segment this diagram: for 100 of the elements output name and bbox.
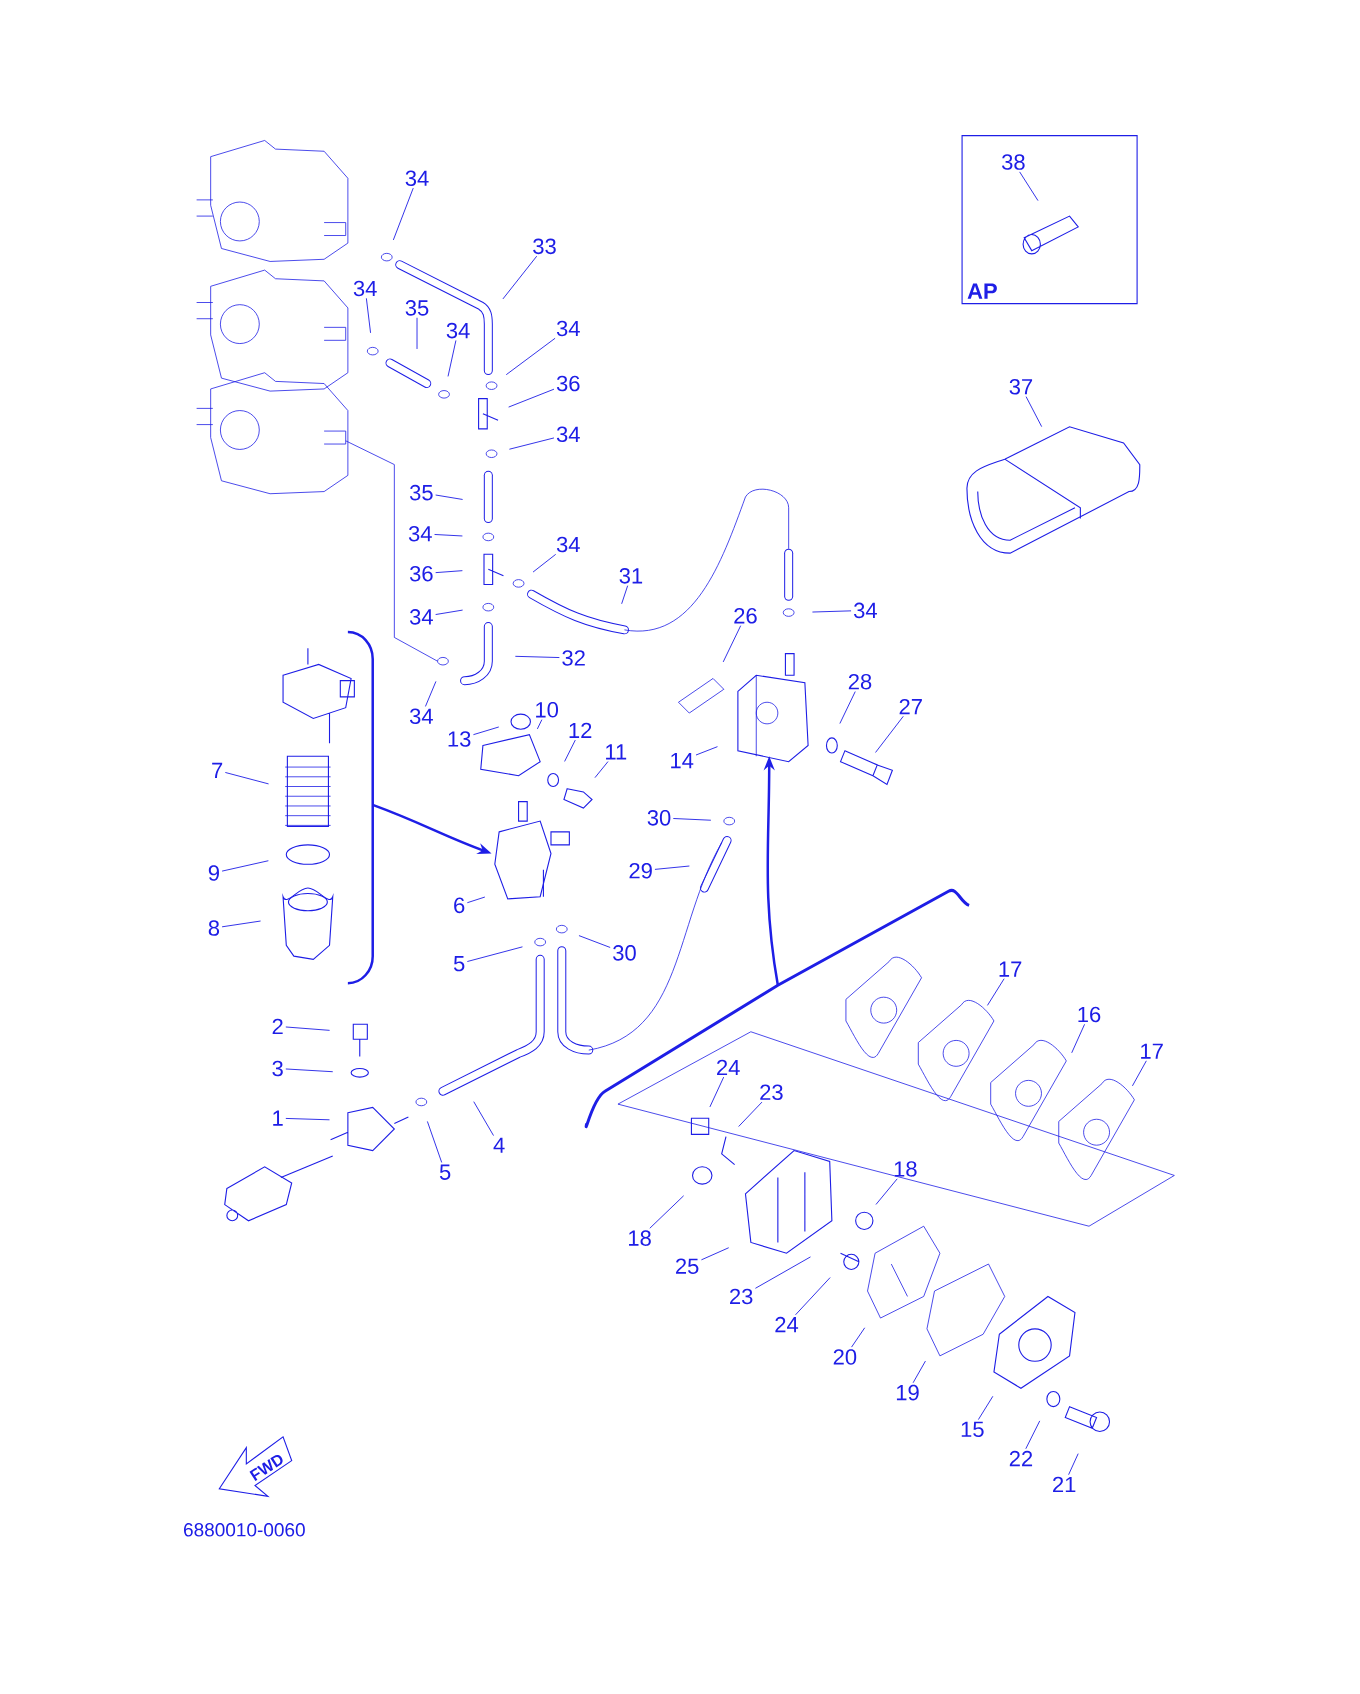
callout-number: 16 <box>1078 1006 1101 1023</box>
callout-number: 5 <box>453 956 465 972</box>
callout-number: 23 <box>729 1288 753 1305</box>
callout-number: 28 <box>848 673 872 690</box>
leader-line <box>435 494 463 500</box>
leader-line <box>912 1360 926 1384</box>
callout-number: 34 <box>409 609 433 625</box>
leader-line <box>224 772 269 785</box>
leader-line <box>977 1395 994 1421</box>
leader-line <box>1025 1420 1041 1450</box>
leader-line <box>466 946 523 962</box>
callout-number: 19 <box>896 1384 919 1401</box>
callout-number: 17 <box>1141 1043 1163 1059</box>
callout-number: 3 <box>272 1060 283 1077</box>
leader-line <box>508 437 555 450</box>
callout-number: 24 <box>775 1316 798 1333</box>
callout-number: 35 <box>409 484 433 501</box>
leader-line <box>1071 1023 1085 1054</box>
callout-number: 17 <box>999 961 1022 977</box>
callout-number: 35 <box>405 300 429 316</box>
leader-line <box>564 739 576 762</box>
leader-line <box>578 935 611 948</box>
leader-line <box>508 388 555 408</box>
callout-number: 36 <box>409 565 433 582</box>
callout-number: 34 <box>556 536 580 553</box>
leader-line <box>435 570 463 574</box>
callout-number: 11 <box>606 744 627 760</box>
leader-line <box>986 978 1005 1006</box>
leader-line <box>875 1178 898 1205</box>
callout-number: 9 <box>208 865 219 881</box>
callout-number: 15 <box>961 1421 984 1437</box>
leader-line <box>875 715 904 753</box>
leader-line <box>505 337 556 376</box>
callout-number: 4 <box>493 1137 505 1153</box>
leader-line <box>722 625 742 663</box>
callout-number: 34 <box>408 525 432 542</box>
callout-number: 34 <box>405 170 429 187</box>
callout-number: 18 <box>628 1230 651 1246</box>
callout-number: 24 <box>716 1059 740 1076</box>
callout-number: 33 <box>533 238 556 255</box>
leader-line <box>365 297 371 334</box>
leader-line <box>649 1195 685 1229</box>
callout-number: 32 <box>562 650 585 666</box>
leader-line <box>795 1277 831 1316</box>
callout-number: 31 <box>619 568 642 584</box>
callout-number: 13 <box>448 731 471 747</box>
callout-number: 6 <box>454 897 465 914</box>
callout-number: 34 <box>446 322 470 339</box>
callout-number: 7 <box>212 762 223 778</box>
leader-line <box>424 680 437 707</box>
callout-number: 12 <box>569 722 592 738</box>
callout-number: 34 <box>556 426 580 443</box>
callout-number: 21 <box>1052 1476 1076 1493</box>
leader-line <box>1019 171 1039 202</box>
callout-number: 8 <box>208 920 219 936</box>
callout-number: 34 <box>556 320 580 337</box>
callout-number: 22 <box>1009 1450 1032 1467</box>
callout-number: 34 <box>853 602 877 619</box>
leader-line <box>473 1101 494 1136</box>
callout-number: 34 <box>409 708 433 725</box>
leader-line <box>416 317 418 350</box>
callout-number: 25 <box>675 1258 699 1274</box>
callout-number: 34 <box>353 280 377 297</box>
callout-number: 5 <box>439 1164 451 1180</box>
callout-number: 23 <box>760 1084 783 1101</box>
leader-line <box>654 865 690 870</box>
leader-line <box>1068 1453 1079 1476</box>
leader-line <box>514 655 560 658</box>
leader-line <box>221 920 261 928</box>
leader-line <box>811 610 852 613</box>
callout-number: 37 <box>1009 379 1032 395</box>
leader-line <box>754 1256 811 1289</box>
leader-line <box>435 609 463 615</box>
callout-number: 26 <box>734 608 757 624</box>
leader-line <box>839 691 856 724</box>
arrow-label: FWD <box>249 1454 283 1482</box>
leader-line <box>426 1121 443 1163</box>
callout-number: 36 <box>556 375 580 392</box>
callout-number: 30 <box>612 945 636 961</box>
leader-line <box>738 1101 763 1127</box>
leader-line <box>392 187 414 241</box>
leader-line <box>434 534 463 537</box>
leader-line <box>1131 1060 1147 1087</box>
leader-line <box>594 761 609 779</box>
leader-line <box>536 719 543 730</box>
part-number: 6880010-0060 <box>183 1523 305 1537</box>
callout-number: 20 <box>833 1349 857 1365</box>
callout-number: 29 <box>629 863 652 879</box>
leader-line <box>1025 396 1043 428</box>
leader-line <box>700 1247 730 1261</box>
callout-number: 18 <box>894 1161 917 1177</box>
callout-number: 2 <box>272 1018 283 1035</box>
leader-line <box>285 1118 330 1121</box>
leader-line <box>285 1026 330 1031</box>
leader-line <box>502 255 538 300</box>
leader-line <box>447 340 457 377</box>
leader-line <box>709 1076 725 1108</box>
callout-number: 27 <box>899 698 922 715</box>
leader-line <box>621 585 629 605</box>
leader-line <box>285 1068 334 1073</box>
